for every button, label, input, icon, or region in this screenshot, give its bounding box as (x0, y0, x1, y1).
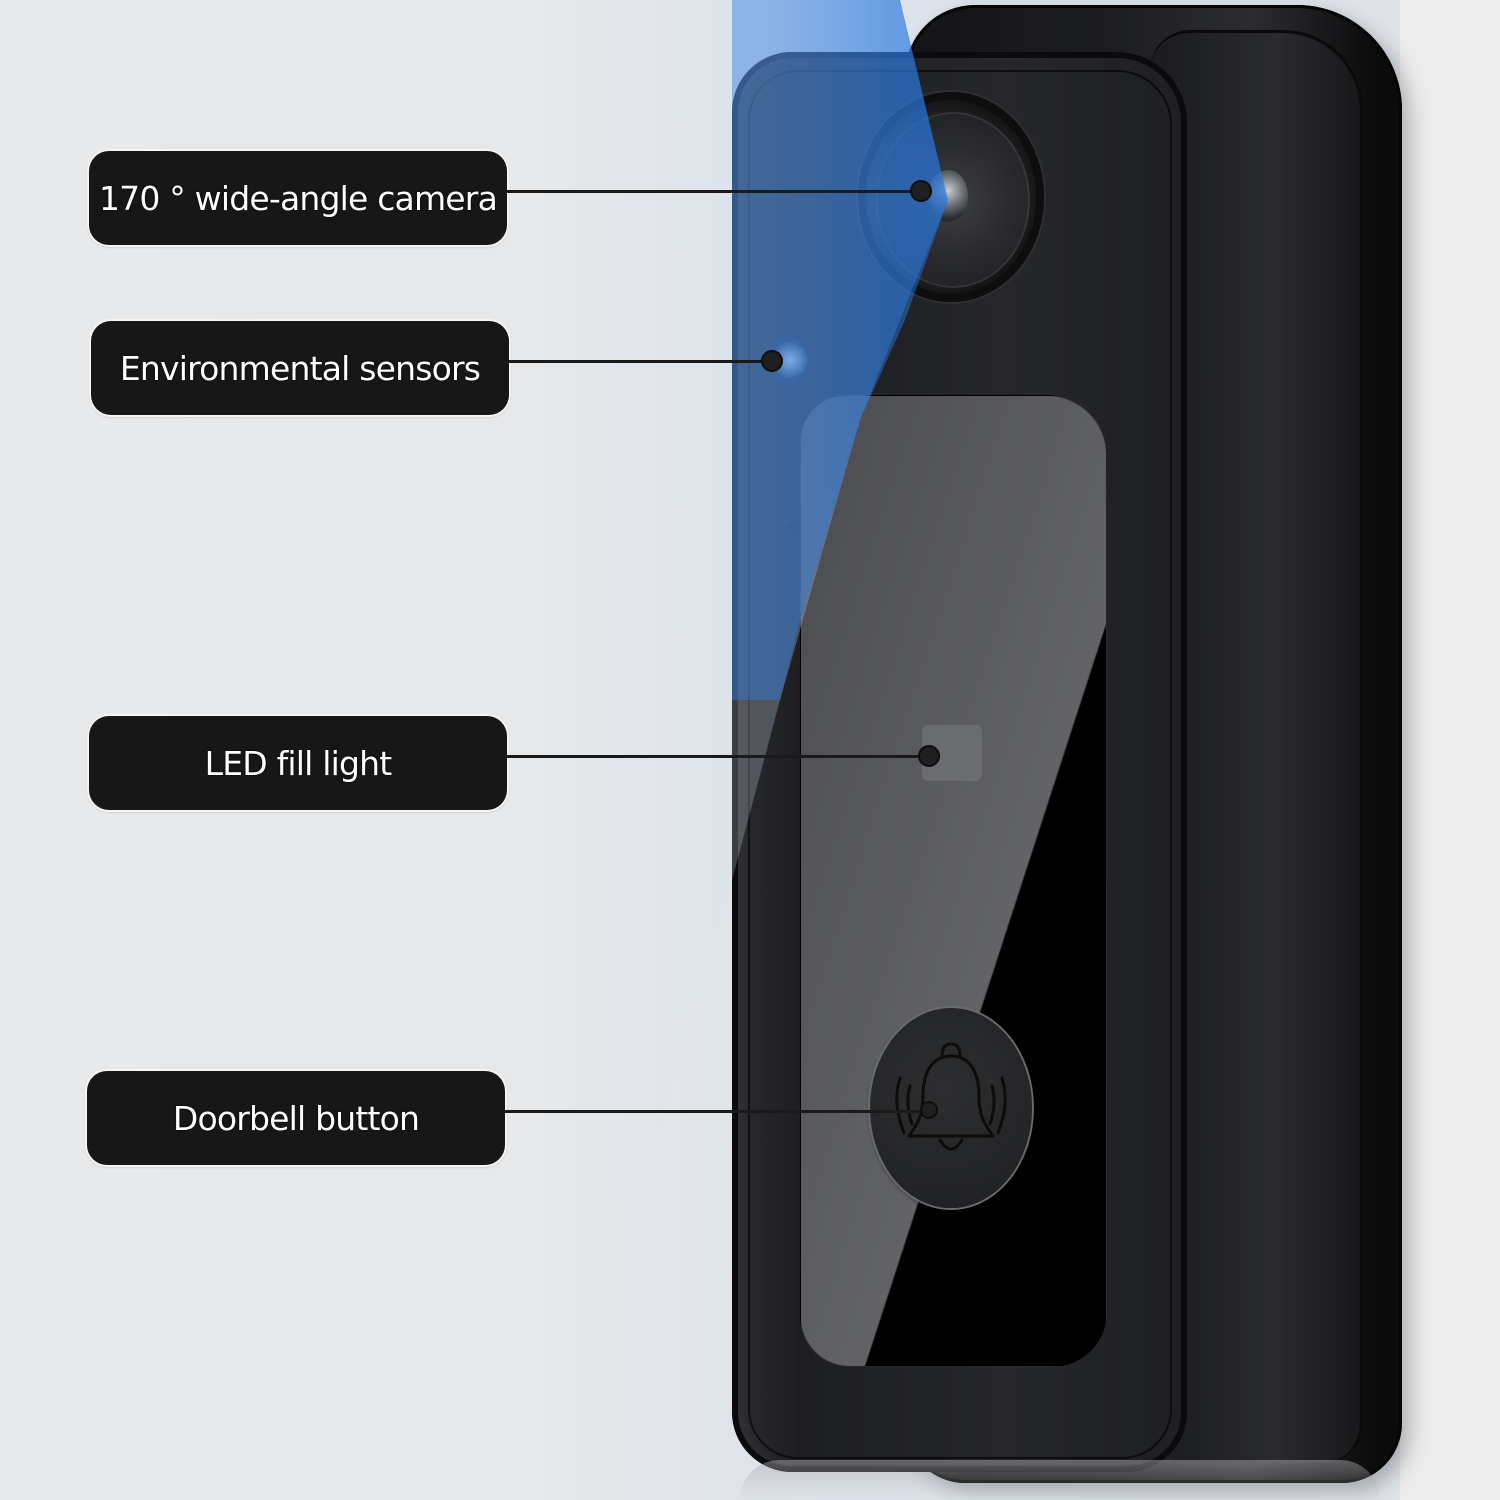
callout-camera: 170 ° wide-angle camera (89, 151, 507, 245)
ringing-bell-icon (895, 1042, 1007, 1151)
glossy-front-panel (800, 395, 1107, 1367)
callout-doorbell-label: Doorbell button (172, 1098, 420, 1138)
callout-doorbell: Doorbell button (87, 1071, 505, 1165)
leader-dot-led (918, 745, 940, 767)
leader-line-led (507, 755, 927, 758)
camera-lens (928, 170, 968, 222)
callout-led-label: LED fill light (204, 743, 392, 783)
leader-line-doorbell (505, 1110, 930, 1113)
doorbell-button[interactable] (870, 1008, 1032, 1208)
leader-dot-doorbell (920, 1101, 938, 1119)
callout-sensors: Environmental sensors (91, 321, 509, 415)
surface-reflection (740, 1460, 1380, 1500)
leader-line-sensors (509, 360, 771, 363)
callout-camera-label: 170 ° wide-angle camera (98, 178, 498, 218)
leader-dot-sensors (761, 350, 783, 372)
leader-dot-camera (910, 180, 932, 202)
callout-sensors-label: Environmental sensors (119, 348, 481, 388)
callout-led: LED fill light (89, 716, 507, 810)
leader-line-camera (507, 190, 922, 193)
indicator-dot (787, 524, 794, 531)
background-right (1400, 0, 1500, 1500)
